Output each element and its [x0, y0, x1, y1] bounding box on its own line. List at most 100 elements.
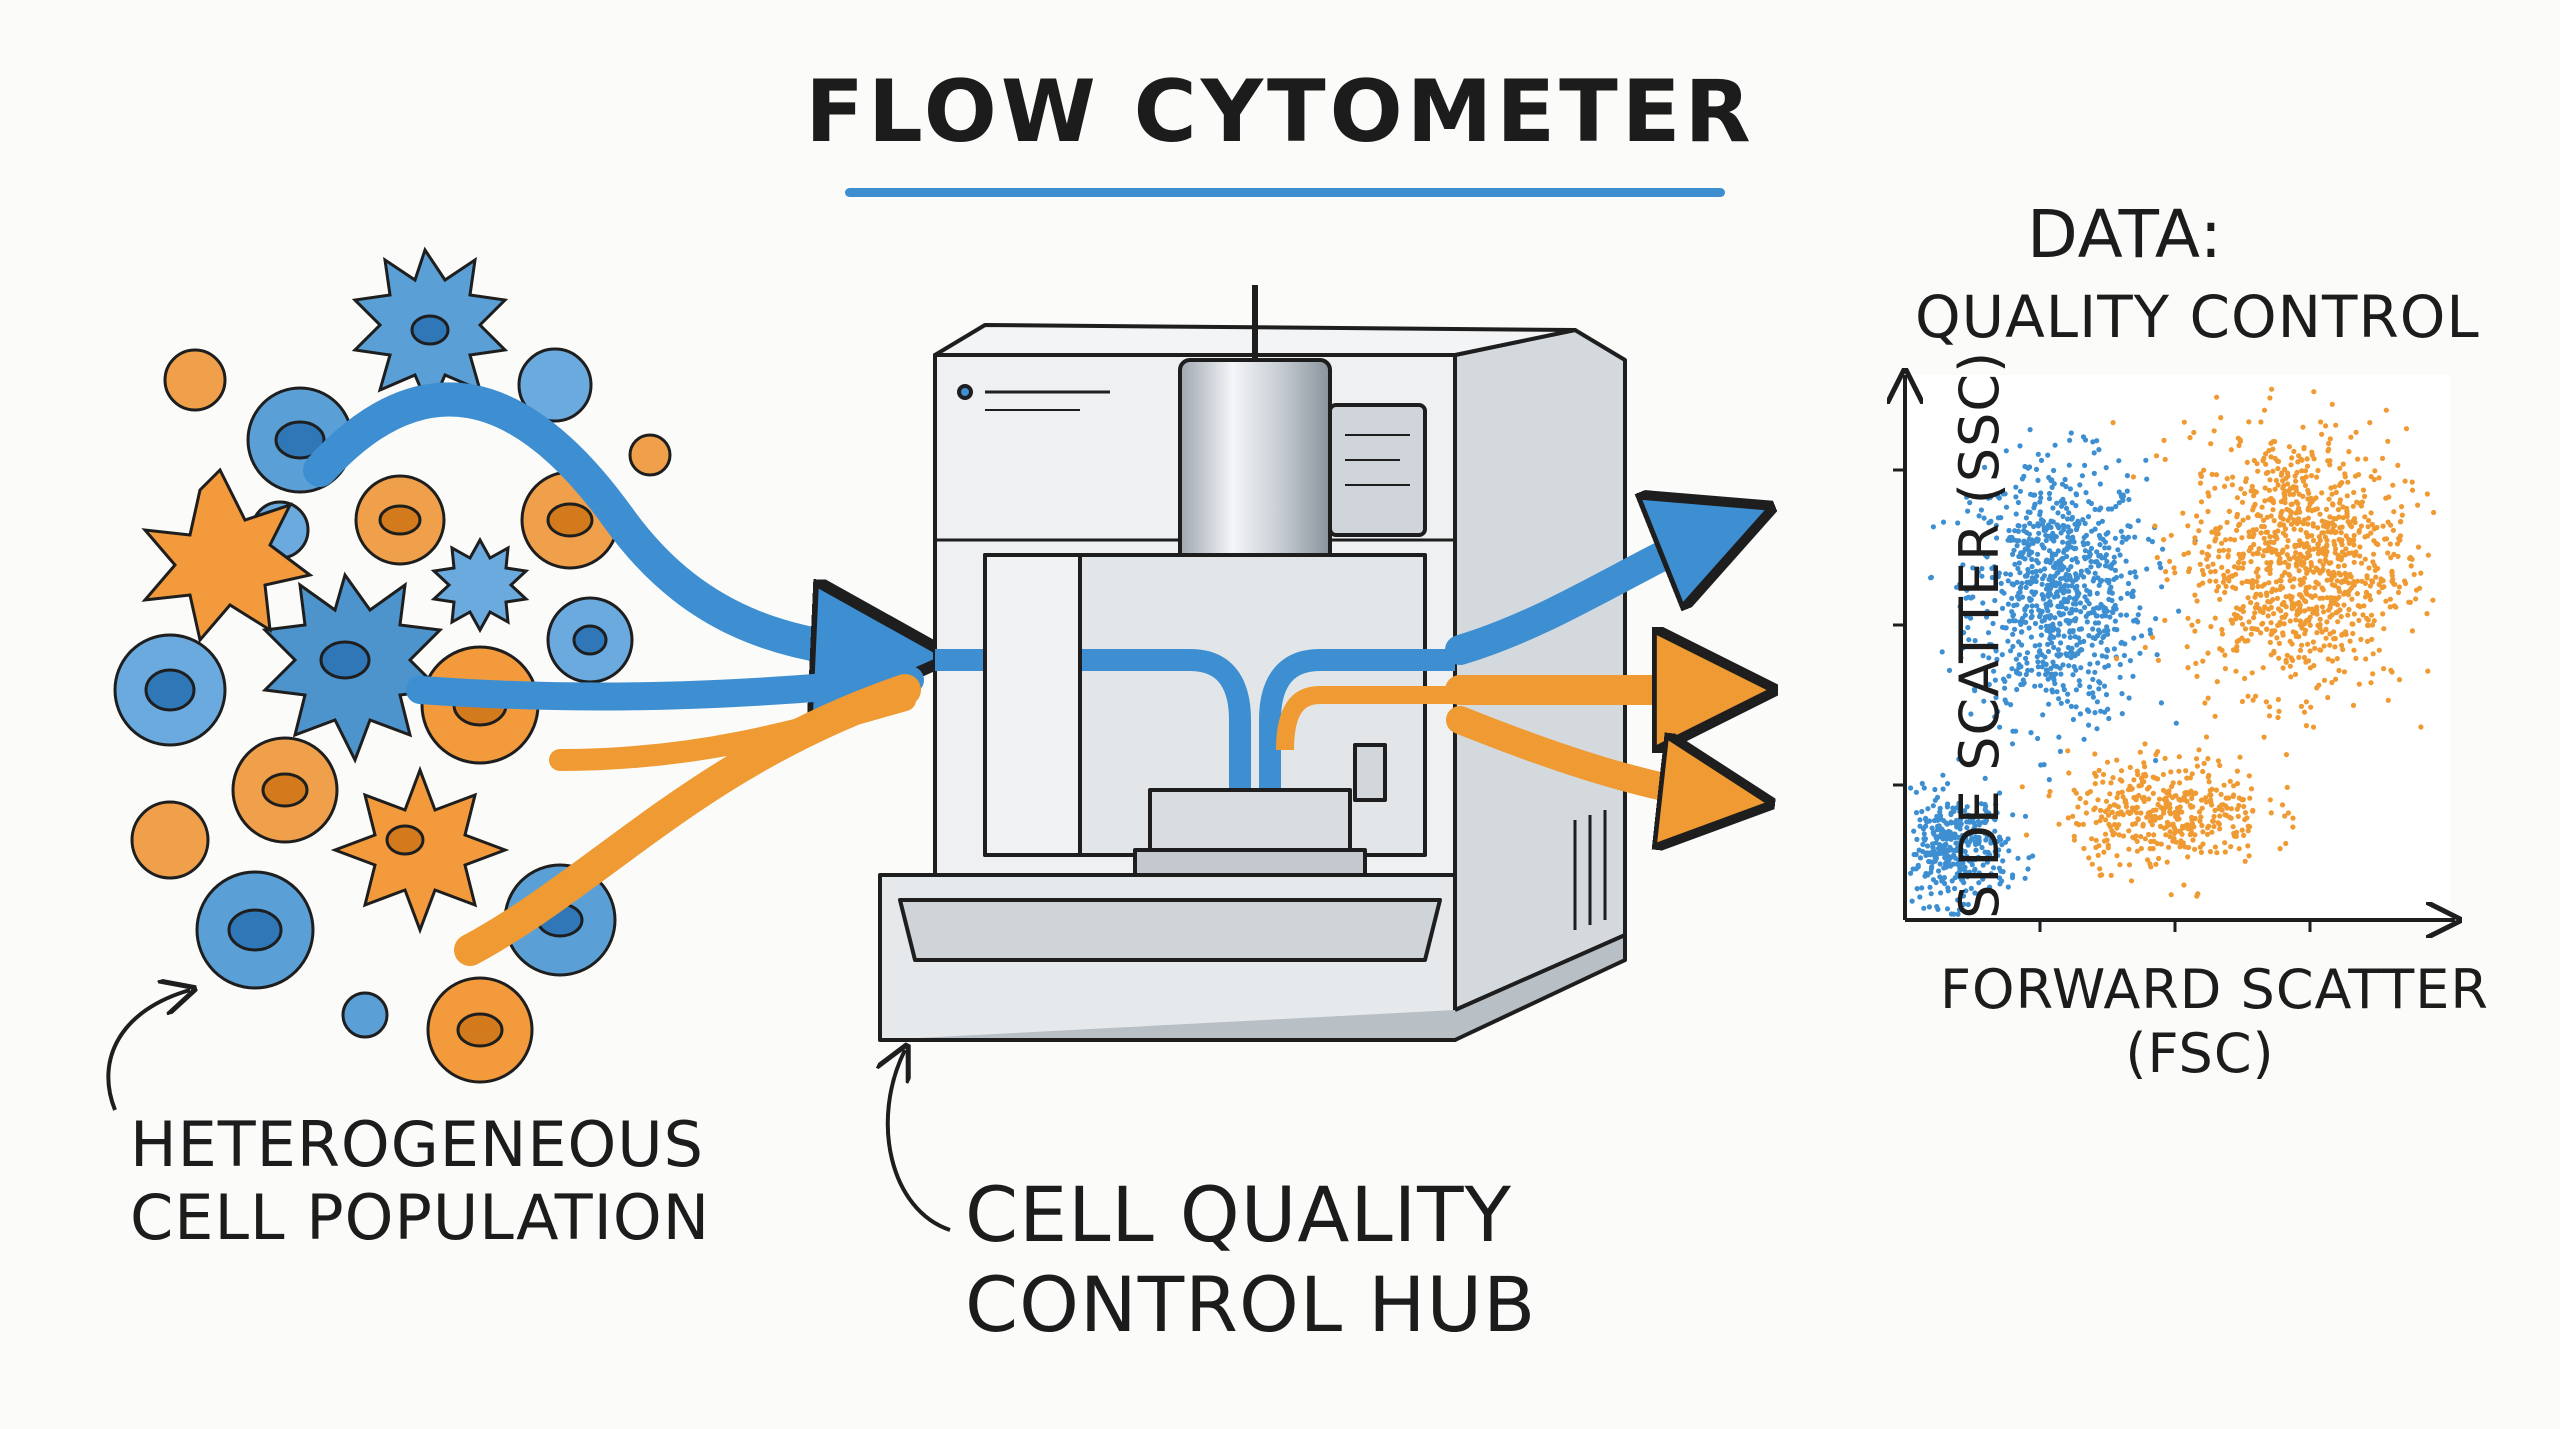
orange-cell: [130, 800, 210, 880]
scatter-point: [2203, 799, 2209, 805]
scatter-point: [2195, 618, 2201, 624]
scatter-point: [2162, 617, 2168, 624]
scatter-point: [2391, 603, 2397, 609]
scatter-point: [2287, 578, 2293, 584]
scatter-point: [2371, 538, 2377, 544]
scatter-point: [1917, 823, 1923, 829]
scatter-point: [2005, 884, 2011, 890]
scatter-point: [2213, 526, 2219, 532]
scatter-point: [2371, 551, 2377, 557]
scatter-point: [2319, 431, 2325, 437]
scatter-point: [2318, 419, 2324, 425]
scatter-point: [2090, 439, 2096, 445]
scatter-point: [2127, 570, 2133, 576]
scatter-point: [2155, 801, 2161, 808]
scatter-point: [2149, 822, 2155, 828]
scatter-point: [2365, 524, 2371, 530]
scatter-point: [2085, 514, 2092, 520]
scatter-point: [2205, 490, 2211, 496]
scatter-point: [2261, 535, 2267, 542]
scatter-point: [1956, 907, 1962, 913]
scatter-point: [2094, 590, 2100, 597]
scatter-point: [2114, 795, 2120, 801]
scatter-point: [2089, 861, 2095, 867]
scatter-point: [2027, 427, 2033, 433]
scatter-point: [2238, 486, 2244, 492]
scatter-point: [1908, 785, 1914, 791]
scatter-point: [2014, 543, 2020, 549]
scatter-point: [2395, 462, 2401, 468]
scatter-point: [2342, 589, 2348, 595]
scatter-point: [2048, 524, 2054, 531]
scatter-point: [1970, 815, 1976, 821]
scatter-point: [2284, 652, 2290, 658]
scatter-point: [2164, 577, 2170, 583]
scatter-point: [2104, 558, 2110, 565]
scatter-point: [1982, 801, 1988, 808]
scatter-point: [2350, 503, 2356, 509]
scatter-point: [2137, 749, 2143, 755]
scatter-point: [2365, 533, 2371, 539]
scatter-point: [2192, 628, 2198, 634]
scatter-point: [2095, 797, 2101, 803]
scatter-point: [2049, 640, 2055, 646]
scatter-point: [2097, 807, 2104, 814]
scatter-point: [2057, 665, 2063, 671]
scatter-point: [2339, 554, 2345, 561]
scatter-point: [2152, 523, 2158, 529]
scatter-point: [1973, 847, 1979, 853]
scatter-point: [2293, 617, 2299, 623]
scatter-point: [2162, 805, 2168, 811]
scatter-point: [2131, 618, 2137, 624]
scatter-point: [1997, 724, 2003, 730]
scatter-point: [2320, 587, 2326, 593]
scatter-point: [2223, 583, 2229, 590]
scatter-point: [2069, 645, 2075, 652]
scatter-point: [2108, 780, 2114, 786]
scatter-point: [2045, 648, 2052, 655]
scatter-point: [2118, 612, 2124, 618]
scatter-point: [2248, 559, 2254, 565]
scatter-point: [2332, 644, 2338, 650]
scatter-point: [2409, 479, 2415, 485]
scatter-point: [2070, 716, 2076, 723]
scatter-point: [2106, 715, 2112, 722]
scatter-point: [2351, 647, 2357, 653]
scatter-point: [2073, 790, 2079, 796]
scatter-point: [2356, 617, 2362, 624]
scatter-point: [1995, 515, 2001, 521]
scatter-point: [2285, 810, 2291, 816]
scatter-point: [2063, 618, 2069, 624]
scatter-point: [2358, 636, 2364, 643]
scatter-point: [2221, 782, 2227, 788]
scatter-point: [2093, 819, 2099, 826]
scatter-point: [2065, 691, 2071, 697]
scatter-point: [2261, 517, 2267, 523]
scatter-point: [2317, 595, 2323, 601]
scatter-point: [2038, 632, 2045, 638]
scatter-point: [2152, 813, 2158, 820]
scatter-point: [2258, 592, 2264, 599]
orange-output-arrow-lower: [1446, 706, 1740, 800]
scatter-point: [2196, 747, 2202, 753]
scatter-point: [2336, 667, 2342, 674]
scatter-point: [2119, 539, 2125, 545]
scatter-point: [2200, 580, 2206, 586]
scatter-point: [2014, 593, 2021, 600]
scatter-point: [2083, 490, 2089, 496]
scatter-point: [2301, 446, 2307, 452]
scatter-point: [2058, 700, 2064, 706]
scatter-point: [2000, 491, 2006, 497]
scatter-point: [2087, 684, 2093, 690]
scatter-point: [2241, 560, 2247, 566]
scatter-point: [2106, 545, 2112, 551]
scatter-point: [2391, 509, 2397, 515]
scatter-point: [2070, 672, 2076, 678]
scatter-point: [2135, 619, 2141, 625]
scatter-point: [2267, 477, 2273, 483]
scatter-point: [2006, 673, 2012, 679]
scatter-point: [2299, 541, 2305, 547]
scatter-point: [1986, 655, 1992, 661]
scatter-point: [2142, 644, 2148, 651]
scatter-point: [2219, 631, 2226, 637]
